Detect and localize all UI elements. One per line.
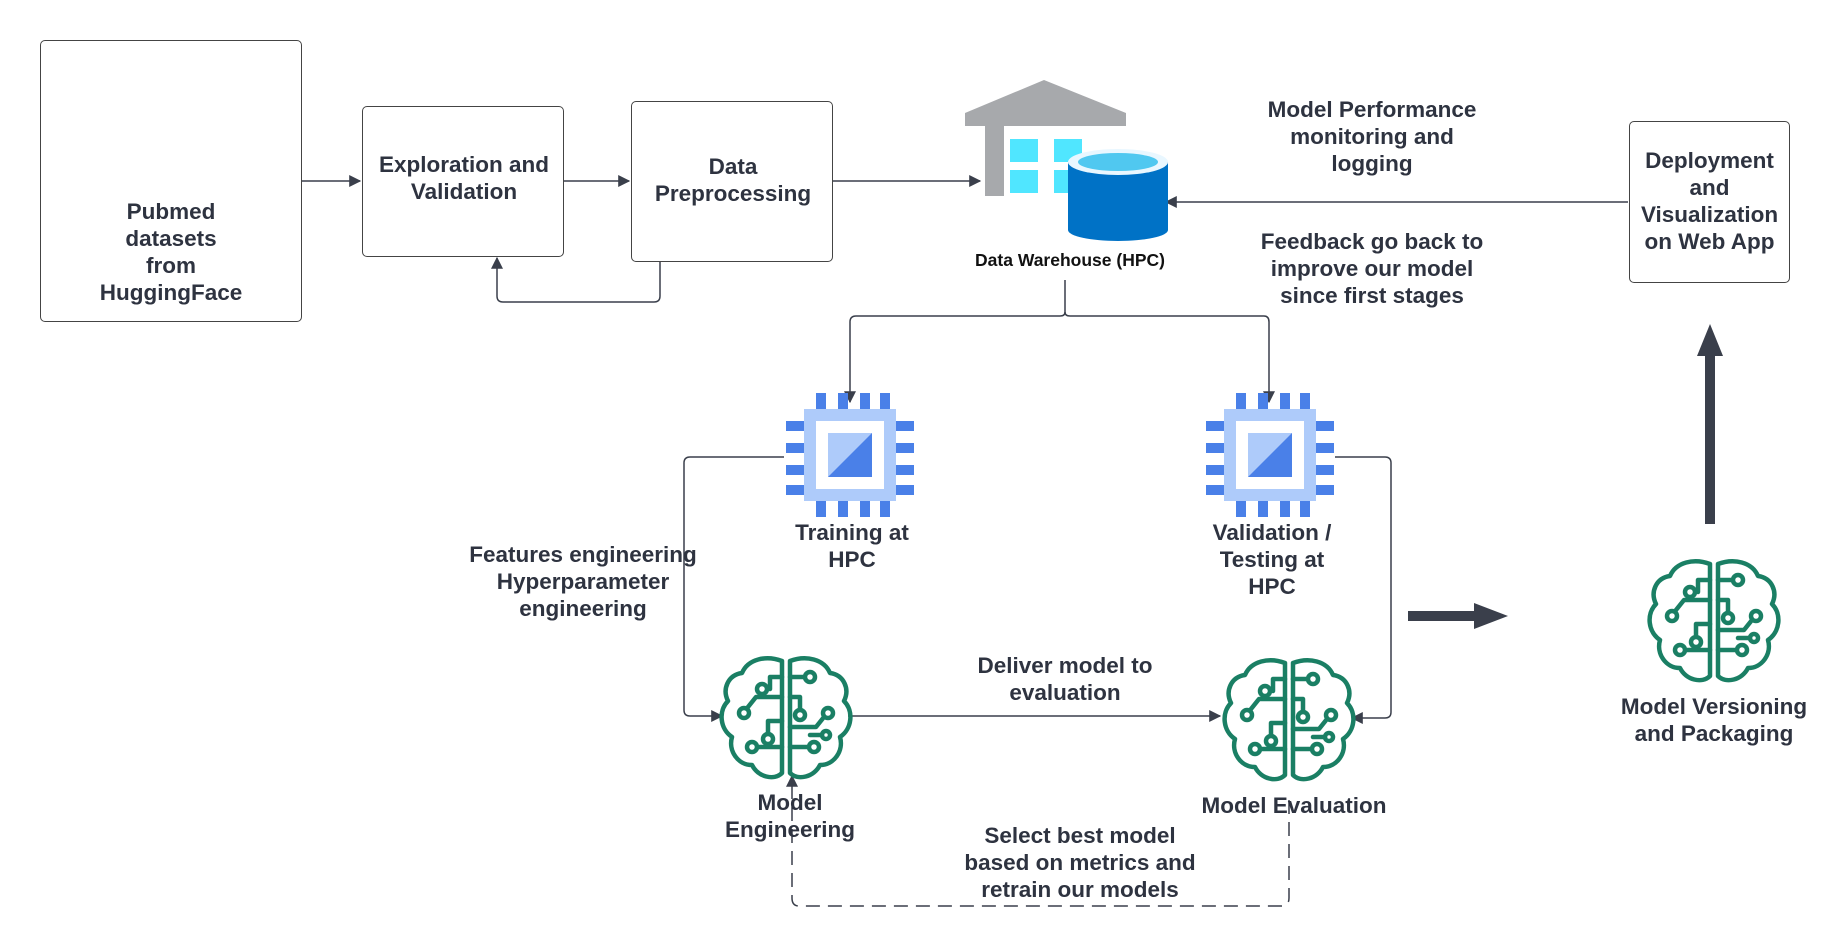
arrow-warehouse-to-validation (1064, 311, 1275, 404)
training-label: Training at HPC (795, 520, 909, 572)
features-annotation: Features engineering Hyperparameter engi… (469, 542, 697, 621)
arrow-validation-to-model-evaluation (1335, 456, 1392, 724)
select-annotation: Select best model based on metrics and r… (964, 823, 1196, 902)
model-evaluation-label: Model Evaluation (1201, 793, 1387, 818)
exploration-label: Exploration and Validation (378, 152, 549, 204)
arrow-to-versioning-head (1474, 603, 1508, 629)
thick-arrows (1408, 324, 1723, 629)
arrow-to-deployment-head (1697, 324, 1723, 356)
deployment-node-box[interactable] (1629, 121, 1790, 283)
pubmed-node-box[interactable] (40, 40, 302, 322)
connectors (302, 175, 1628, 907)
warehouse-label: Data Warehouse (HPC) (975, 250, 1165, 270)
model-engineering-label: Model Engineering (724, 790, 855, 842)
arrow-select-best-retrain (786, 774, 1290, 907)
exploration-node-box[interactable] (362, 106, 564, 257)
arrow-to-versioning-shaft (1408, 611, 1484, 621)
model-versioning-label: Model Versioning and Packaging (1620, 694, 1808, 746)
arrow-to-deployment-shaft (1705, 354, 1715, 524)
processor-chip-icon-training (786, 393, 914, 517)
pubmed-label: Pubmed datasets from HuggingFace (99, 199, 243, 305)
neural-brain-circuit-icon-versioning (1650, 561, 1779, 680)
neural-brain-circuit-icon-engineering (722, 658, 851, 777)
preprocessing-node-box[interactable] (631, 101, 833, 262)
preprocessing-label: Data Preprocessing (654, 154, 812, 206)
processor-chip-icon-validation (1206, 393, 1334, 517)
neural-brain-circuit-icon-evaluation (1225, 660, 1354, 779)
deliver-annotation: Deliver model to evaluation (977, 653, 1153, 705)
arrow-training-to-model-engineering (683, 456, 784, 722)
arrow-preprocessing-back-to-exploration (491, 256, 661, 303)
arrow-warehouse-to-training (844, 280, 1066, 404)
deployment-label: Deployment and Visualization on Web App (1640, 148, 1779, 254)
feedback-annotation: Feedback go back to improve our model si… (1260, 229, 1484, 308)
validation-label: Validation / Testing at HPC (1212, 520, 1332, 599)
data-warehouse-icon (965, 80, 1168, 241)
monitoring-annotation: Model Performance monitoring and logging (1267, 97, 1477, 176)
